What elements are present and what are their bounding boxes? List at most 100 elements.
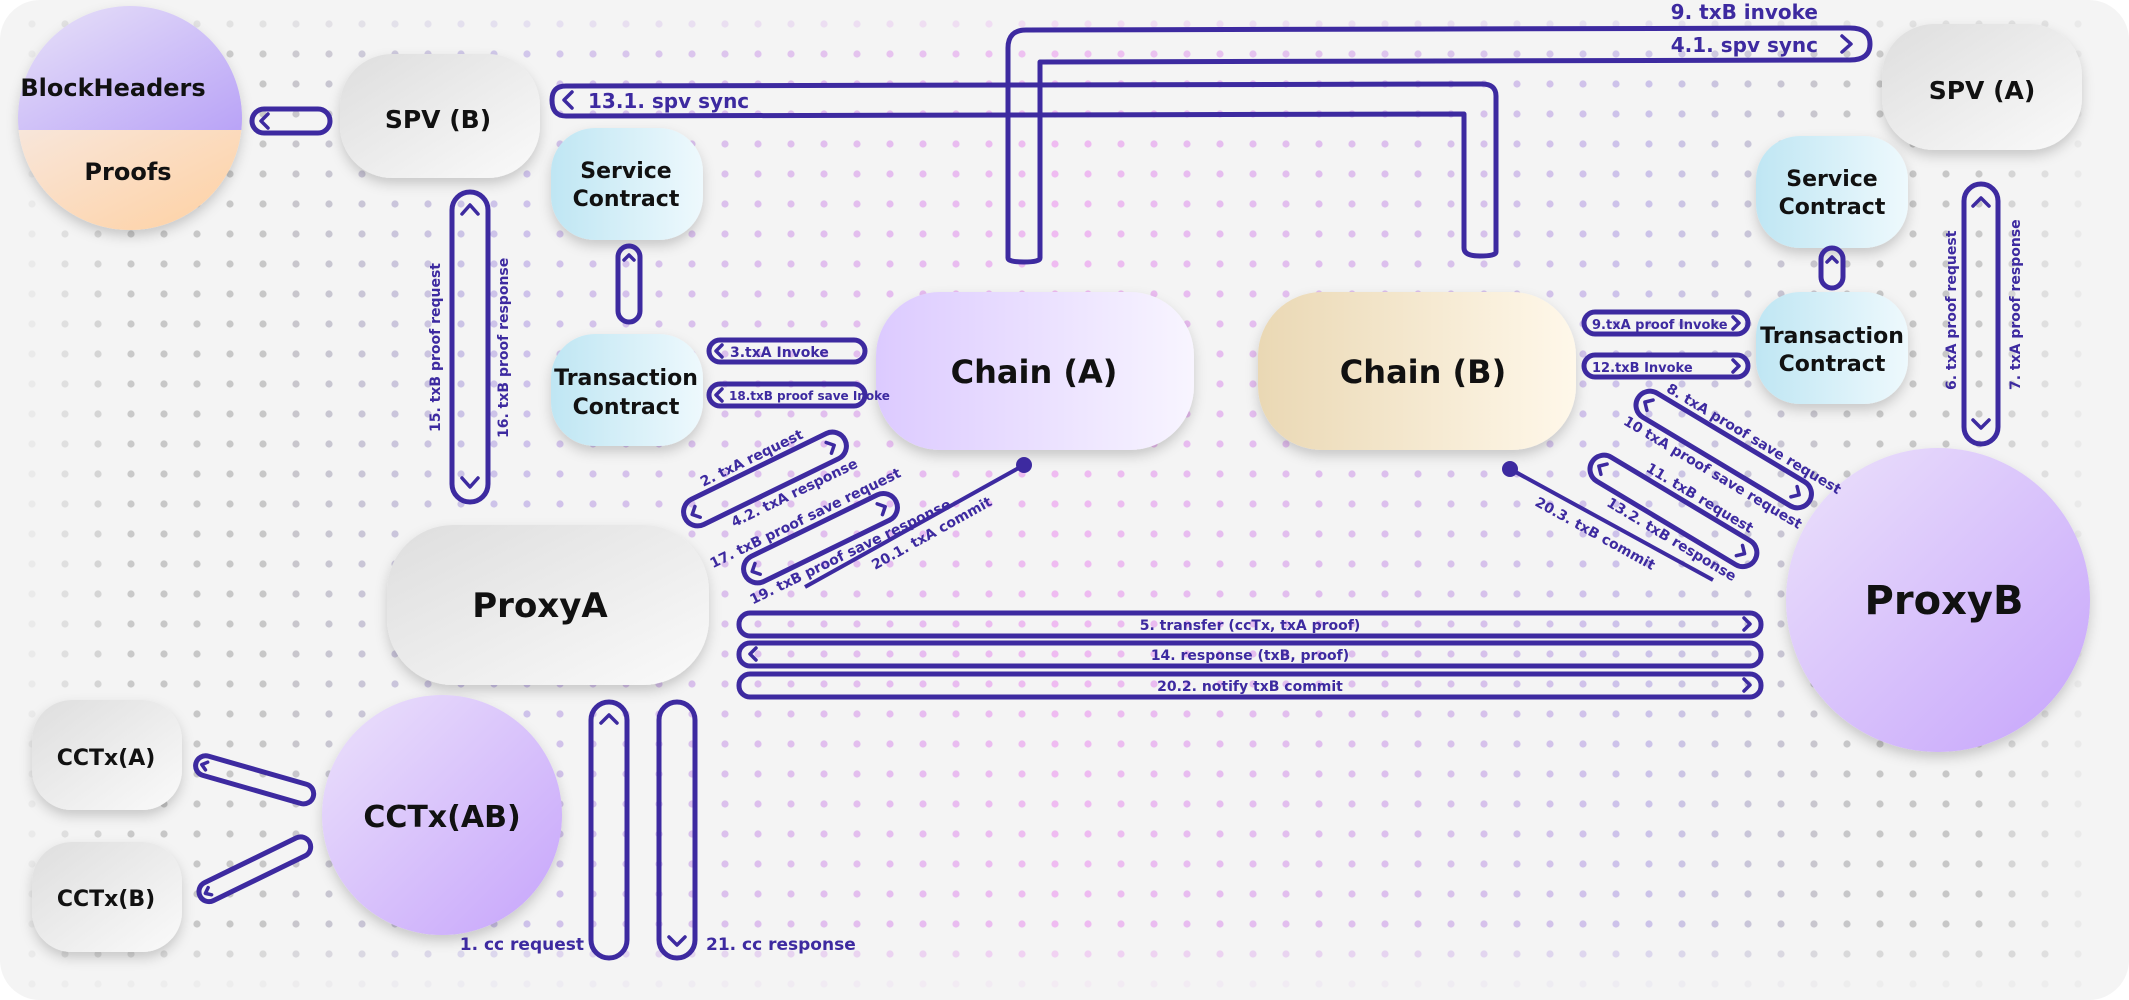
background-dot xyxy=(61,440,69,448)
pipe-cctx-b[interactable] xyxy=(196,834,314,905)
background-dot xyxy=(853,920,861,928)
background-dot xyxy=(952,530,960,538)
background-dot xyxy=(1282,590,1290,598)
background-dot xyxy=(1909,830,1917,838)
background-dot xyxy=(556,890,564,898)
background-dot xyxy=(523,50,531,58)
spv-b-node[interactable]: SPV (B) xyxy=(340,54,540,178)
background-dot xyxy=(820,590,828,598)
background-dot xyxy=(1876,80,1884,88)
background-dot xyxy=(1975,770,1983,778)
background-dot xyxy=(688,440,696,448)
background-dot xyxy=(1612,770,1620,778)
background-dot xyxy=(886,860,894,868)
pipe-response-14[interactable]: 14. response (txB, proof) xyxy=(736,640,1764,669)
background-dot xyxy=(1744,590,1752,598)
pipe-cc-request-1[interactable]: 1. cc request xyxy=(460,699,630,961)
background-dot xyxy=(28,620,36,628)
background-dot xyxy=(1282,860,1290,868)
spv-a-node[interactable]: SPV (A) xyxy=(1882,24,2082,150)
transaction-contract-b-node[interactable]: Transaction Contract xyxy=(1756,292,1908,404)
background-dot xyxy=(1711,170,1719,178)
background-dot xyxy=(1216,200,1224,208)
background-dot xyxy=(2041,320,2049,328)
background-dot xyxy=(61,830,69,838)
proxy-b-node[interactable]: ProxyB xyxy=(1786,448,2090,752)
background-dot xyxy=(1216,740,1224,748)
background-dot xyxy=(1117,530,1125,538)
background-dot xyxy=(919,50,927,58)
background-dot xyxy=(985,680,993,688)
pipe-cc-response-21[interactable]: 21. cc response xyxy=(656,699,856,961)
background-dot xyxy=(259,20,267,28)
background-dot xyxy=(259,50,267,58)
background-dot xyxy=(1051,860,1059,868)
pipe-txb-invoke-12[interactable]: 12.txB Invoke xyxy=(1581,352,1751,380)
pipe-contract-a-link[interactable] xyxy=(615,243,643,325)
service-contract-b-node[interactable]: Service Contract xyxy=(1756,136,1908,248)
background-dot xyxy=(1876,950,1884,958)
background-dot xyxy=(325,20,333,28)
background-dot xyxy=(523,200,531,208)
background-dot xyxy=(1645,770,1653,778)
service-contract-a-node[interactable]: Service Contract xyxy=(551,128,703,240)
background-dot xyxy=(292,20,300,28)
background-dot xyxy=(1942,290,1950,298)
background-dot xyxy=(589,320,597,328)
pipe-spv-b-to-storage[interactable] xyxy=(249,106,333,136)
background-dot xyxy=(1018,710,1026,718)
pipe-contract-b-link[interactable] xyxy=(1818,245,1846,291)
background-dot xyxy=(754,350,762,358)
chevron-left-icon xyxy=(748,646,758,662)
background-dot xyxy=(1546,860,1554,868)
background-dot xyxy=(1249,200,1257,208)
background-dot xyxy=(1117,560,1125,568)
background-dot xyxy=(1711,770,1719,778)
background-dot xyxy=(754,560,762,568)
cctx-ab-node[interactable]: CCTx(AB) xyxy=(322,695,562,935)
pipe-spv-sync-4-1[interactable]: 9. txB invoke 4.1. spv sync xyxy=(1005,0,1873,265)
background-dot xyxy=(1018,740,1026,748)
background-dot xyxy=(1150,740,1158,748)
background-dot xyxy=(721,260,729,268)
pipe-transfer-5[interactable]: 5. transfer (ccTx, txA proof) xyxy=(736,610,1764,639)
background-dot xyxy=(523,980,531,988)
background-dot xyxy=(193,860,201,868)
background-dot xyxy=(1975,230,1983,238)
transaction-contract-a-node[interactable]: Transaction Contract xyxy=(551,334,703,446)
pipe-txa-proof-invoke-9[interactable]: 9.txA proof Invoke xyxy=(1581,309,1751,337)
background-dot xyxy=(127,530,135,538)
pipe-txb-proof-save-invoke-18[interactable]: 18.txB proof save Inoke xyxy=(706,381,890,409)
chevron-right-icon xyxy=(1734,543,1747,558)
background-dot xyxy=(1216,620,1224,628)
chain-a-node[interactable]: Chain (A) xyxy=(876,292,1194,450)
background-dot xyxy=(193,320,201,328)
proxy-a-node[interactable]: ProxyA xyxy=(387,525,709,685)
cctx-a-node[interactable]: CCTx(A) xyxy=(32,700,182,810)
background-dot xyxy=(622,500,630,508)
background-dot xyxy=(94,950,102,958)
background-dot xyxy=(292,350,300,358)
background-dot xyxy=(28,20,36,28)
background-dot xyxy=(160,320,168,328)
background-dot xyxy=(1645,830,1653,838)
background-dot xyxy=(622,470,630,478)
service-contract-b-line2: Contract xyxy=(1779,195,1886,220)
background-dot xyxy=(1315,470,1323,478)
background-dot xyxy=(1051,590,1059,598)
pipe-txa-request-response[interactable]: 2. txA request 4.2. txA response xyxy=(671,411,860,549)
background-dot xyxy=(886,770,894,778)
background-dot xyxy=(589,470,597,478)
chain-b-node[interactable]: Chain (B) xyxy=(1258,292,1576,450)
background-dot xyxy=(2041,410,2049,418)
cctx-b-node[interactable]: CCTx(B) xyxy=(32,842,182,952)
background-dot xyxy=(1513,620,1521,628)
background-dot xyxy=(1447,140,1455,148)
pipe-spv-sync-13-1[interactable]: 13.1. spv sync xyxy=(549,81,1499,259)
pipe-txb-proof-15-16[interactable]: 15. txB proof request 16. txB proof resp… xyxy=(428,189,512,505)
background-dot xyxy=(457,230,465,238)
pipe-notify-txb-commit-20-2[interactable]: 20.2. notify txB commit xyxy=(736,671,1764,700)
pipe-cctx-a[interactable] xyxy=(193,753,317,807)
pipe-txa-invoke-3[interactable]: 3.txA Invoke xyxy=(706,337,868,365)
pipe-txa-proof-6-7[interactable]: 6. txA proof request 7. txA proof respon… xyxy=(1944,181,2024,447)
